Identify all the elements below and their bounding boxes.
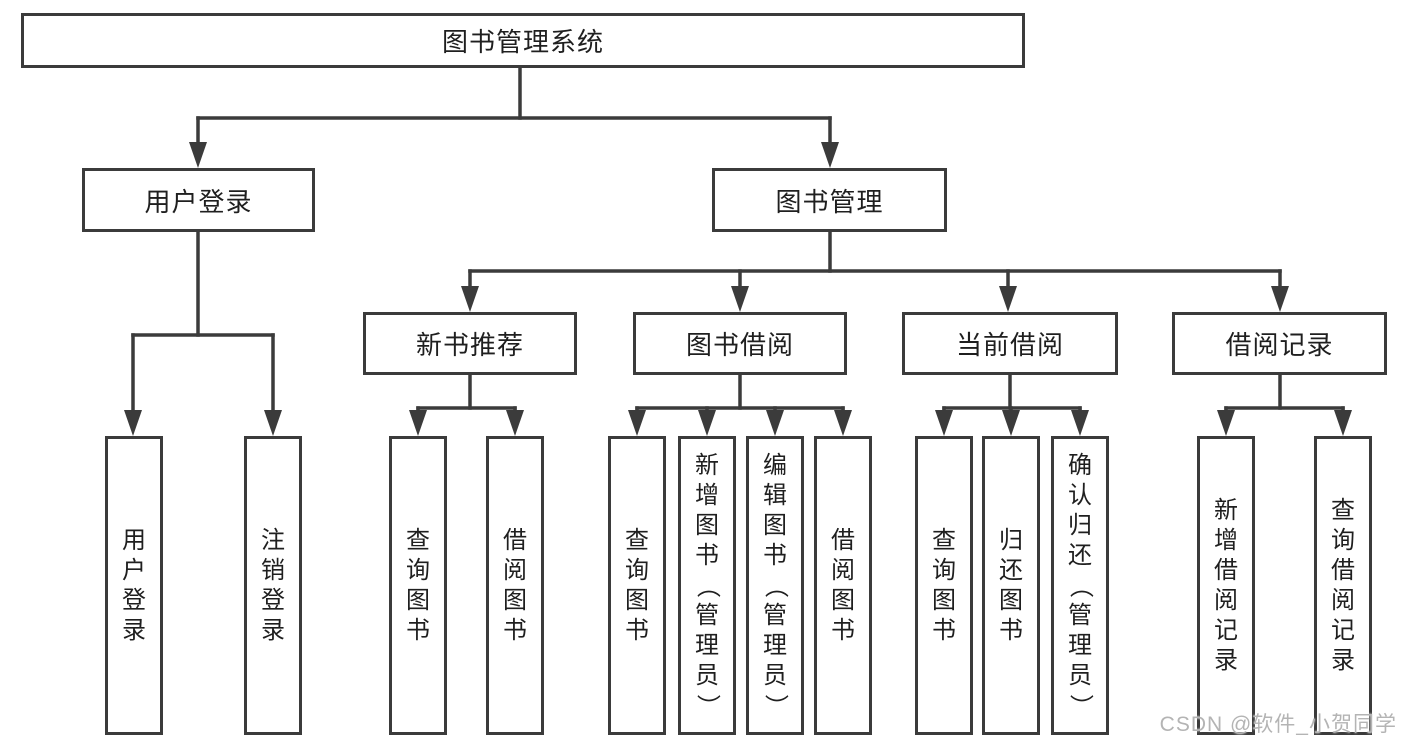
leaf-label: 新增借阅记录 [1214, 496, 1238, 674]
leaf-label: 查询图书 [625, 526, 649, 644]
node-label: 用户登录 [144, 186, 253, 217]
leaf-query-borrow-record: 查询借阅记录 [1314, 436, 1372, 735]
node-new-book-recommend: 新书推荐 [363, 312, 577, 375]
node-user-login: 用户登录 [82, 168, 315, 232]
leaf-label: 借阅图书 [831, 526, 855, 644]
leaf-add-books-admin: 新增图书（管理员） [678, 436, 736, 735]
leaf-user-login: 用户登录 [105, 436, 163, 735]
leaf-confirm-return-admin: 确认归还（管理员） [1051, 436, 1109, 735]
leaf-label: 查询图书 [406, 526, 430, 644]
node-borrow-records: 借阅记录 [1172, 312, 1387, 375]
leaf-edit-books-admin: 编辑图书（管理员） [746, 436, 804, 735]
leaf-label: 借阅图书 [503, 526, 527, 644]
leaf-label: 注销登录 [261, 526, 285, 644]
node-book-borrowing: 图书借阅 [633, 312, 847, 375]
node-label: 图书借阅 [685, 330, 794, 360]
watermark: CSDN @软件_小贺同学 [1159, 713, 1397, 736]
leaf-add-borrow-record: 新增借阅记录 [1197, 436, 1255, 735]
arrowheads [124, 142, 1352, 436]
leaf-borrow-books-recommend: 借阅图书 [486, 436, 544, 735]
leaf-logout: 注销登录 [244, 436, 302, 735]
node-label: 当前借阅 [955, 330, 1064, 360]
node-current-borrowing: 当前借阅 [902, 312, 1118, 375]
leaf-label: 归还图书 [999, 526, 1023, 644]
node-book-management: 图书管理 [712, 168, 947, 232]
node-label: 图书管理 [775, 186, 884, 217]
leaf-query-books-current: 查询图书 [915, 436, 973, 735]
node-label: 借阅记录 [1225, 330, 1334, 360]
node-library-management-system: 图书管理系统 [21, 13, 1025, 68]
leaf-query-books-borrow: 查询图书 [608, 436, 666, 735]
leaf-label: 查询借阅记录 [1331, 496, 1355, 674]
leaf-label: 编辑图书（管理员） [762, 451, 789, 718]
leaf-label: 确认归还（管理员） [1067, 451, 1094, 718]
leaf-borrow-books: 借阅图书 [814, 436, 872, 735]
node-label: 图书管理系统 [441, 27, 604, 57]
leaf-return-books: 归还图书 [982, 436, 1040, 735]
leaf-label: 新增图书（管理员） [694, 451, 721, 718]
leaf-label: 用户登录 [122, 526, 146, 644]
node-label: 新书推荐 [415, 330, 524, 360]
leaf-label: 查询图书 [932, 526, 956, 644]
leaf-query-books-recommend: 查询图书 [389, 436, 447, 735]
